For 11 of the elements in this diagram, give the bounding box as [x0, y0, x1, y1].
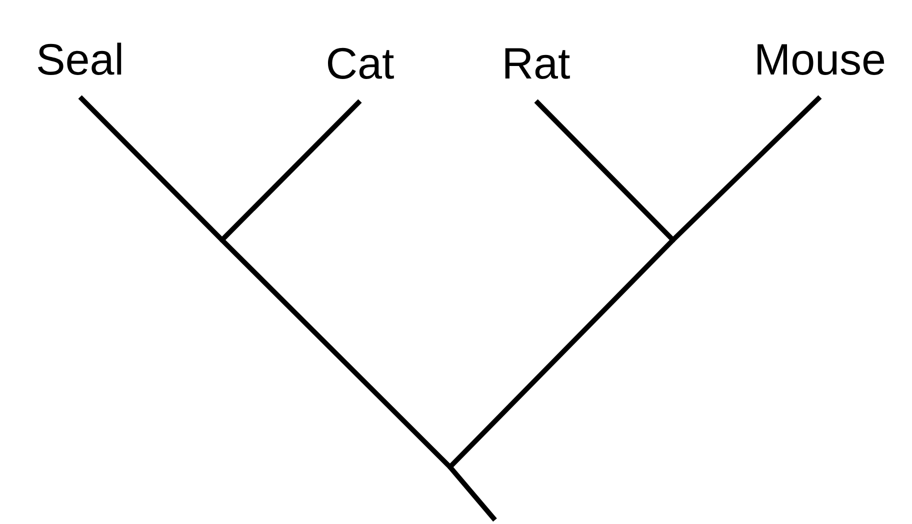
branch-line	[671, 95, 822, 242]
branch-line	[448, 238, 675, 469]
taxon-label: Mouse	[758, 44, 884, 75]
branch-line	[220, 238, 452, 469]
taxon-label: Rat	[505, 48, 570, 79]
branch-line	[534, 99, 675, 242]
branch-line	[448, 465, 497, 522]
taxon-label: Cat	[328, 48, 394, 79]
branch-line	[220, 99, 362, 242]
taxon-label: Seal	[38, 42, 122, 75]
branch-line	[78, 95, 224, 242]
